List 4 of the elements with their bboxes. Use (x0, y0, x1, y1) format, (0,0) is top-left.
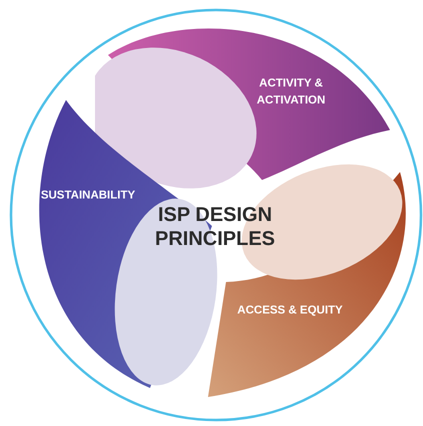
petal-label: SUSTAINABILITY (40, 188, 136, 204)
petal-label: ACCESS & EQUITY (236, 304, 344, 319)
center-title: ISP DESIGN PRINCIPLES (154, 203, 276, 251)
petal-label: ACTIVITY & ACTIVATION (256, 76, 326, 108)
